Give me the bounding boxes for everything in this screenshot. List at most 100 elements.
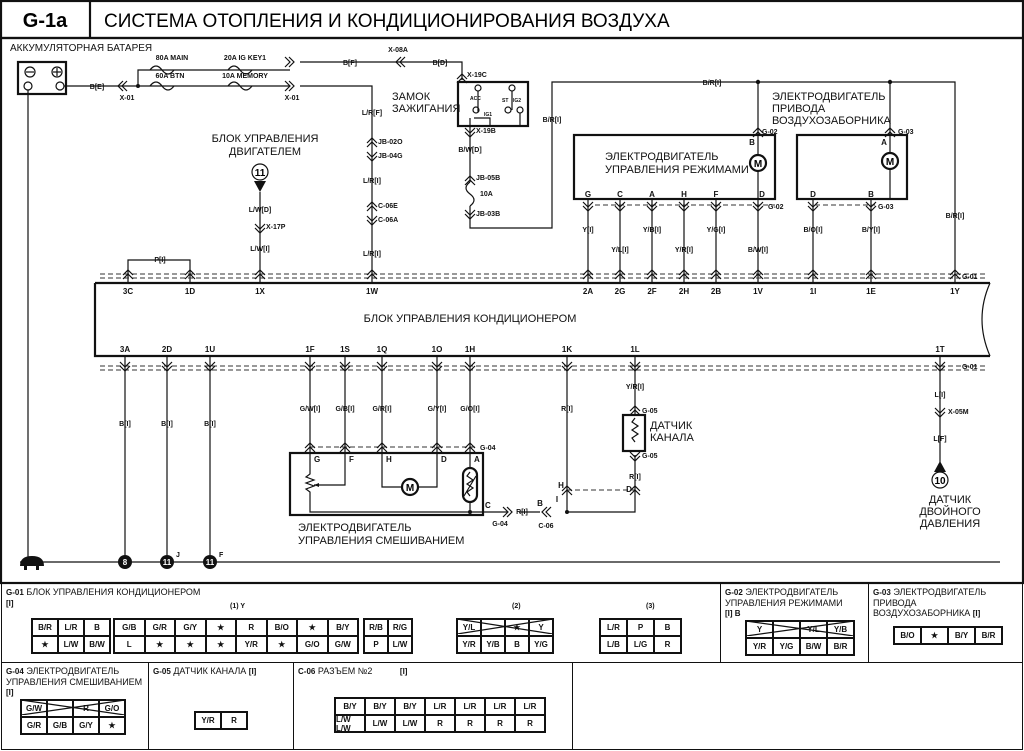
connector-chevron	[431, 442, 443, 453]
wire-label: G/O[I]	[460, 406, 479, 413]
connector-chevron	[710, 201, 722, 212]
mix-motor-pin: G	[314, 455, 320, 464]
connector-chevron	[464, 361, 476, 372]
ecu-pin-top: 3C	[123, 287, 133, 296]
connector-cell: B	[505, 636, 529, 653]
wire-label: X-08A	[388, 47, 408, 54]
g04-title: ЭЛЕКТРОДВИГАТЕЛЬ УПРАВЛЕНИЯ СМЕШИВАНИЕМ	[6, 666, 143, 687]
connector-chevron	[934, 361, 946, 372]
ground-f-label: F	[219, 552, 224, 559]
wire-label: G-01	[962, 274, 978, 281]
intake-motor-pin: D	[810, 190, 816, 199]
c06-pin: H	[558, 481, 564, 490]
connector-cell: Y/G	[529, 636, 553, 653]
g01-sub2: (2)	[512, 603, 521, 610]
motor-symbol: M	[886, 157, 894, 168]
wire-label: G-03	[878, 204, 894, 211]
connector-cell: B/O	[894, 627, 921, 644]
connector-cell: Y	[746, 621, 773, 638]
connector-cell: R	[221, 712, 247, 729]
mix-motor-label-2: УПРАВЛЕНИЯ СМЕШИВАНИЕМ	[298, 535, 464, 547]
connector-chevron	[752, 269, 764, 280]
ac-control-box	[93, 281, 990, 358]
dual-pressure-ref: 10	[934, 476, 946, 487]
connector-cell: B	[84, 619, 110, 636]
connector-cell: L/R	[455, 698, 485, 715]
connector-cell: B/Y	[948, 627, 975, 644]
thermistor-icon	[461, 466, 479, 504]
dual-pressure-label-2: ДВОЙНОГО	[919, 505, 981, 518]
duct-sensor-icon	[621, 413, 647, 453]
connector-chevron	[456, 73, 468, 84]
ground-8-icon	[118, 555, 132, 569]
wire-label: Y/R[I]	[626, 384, 644, 391]
wire-label: C-06	[538, 523, 553, 530]
wire-label: B[I]	[161, 421, 173, 428]
connector-chevron	[752, 127, 764, 138]
wire-label: G/R[I]	[372, 406, 391, 413]
ecu-pin-bottom: 1T	[935, 345, 944, 354]
mix-motor-box	[288, 451, 485, 517]
connector-cell: L/W	[388, 636, 412, 653]
ecu-pin-top: 2B	[711, 287, 721, 296]
wire-label: R[I]	[516, 509, 528, 516]
motor-symbol: M	[754, 159, 762, 170]
mix-motor-pin: D	[441, 455, 447, 464]
connector-chevron	[339, 442, 351, 453]
g01-sub1: (1) Y	[230, 603, 246, 610]
connector-cell: Y/R	[457, 636, 481, 653]
connector-chevron	[464, 442, 476, 453]
connector-cell: ★	[205, 619, 236, 636]
connector-cell: B/W	[800, 638, 827, 655]
wire-label: G-05	[642, 453, 658, 460]
mode-motor-pin: H	[681, 190, 687, 199]
connector-chevron	[752, 201, 764, 212]
g05-tag: [I]	[248, 667, 257, 676]
connector-chevron	[884, 127, 896, 138]
wire-label: X-01	[120, 95, 135, 102]
wire-label: B/W[I]	[748, 247, 768, 254]
connector-chevron	[366, 151, 378, 162]
connector-cell: R	[515, 715, 545, 732]
connector-cell: ★	[144, 636, 175, 653]
wire-label: P[I]	[154, 257, 165, 264]
wire-label: B/W[D]	[458, 147, 481, 154]
fuse-10a: 10A	[480, 191, 493, 198]
connector-chevron	[376, 442, 388, 453]
wire-label: B[I]	[119, 421, 131, 428]
fuse-memory: 10A MEMORY	[222, 73, 268, 80]
connector-cell: P	[364, 636, 388, 653]
ecm-ref: 11	[255, 168, 266, 179]
ecu-pin-bottom: 1Q	[377, 345, 388, 354]
term-ig2: IG2	[513, 98, 521, 104]
connector-cell: ★	[99, 717, 125, 734]
mix-motor-pin: A	[474, 455, 480, 464]
ecu-pin-bottom: 1L	[630, 345, 639, 354]
empty-cavity-icon	[21, 700, 125, 717]
wire-label: Y/G[I]	[707, 227, 726, 234]
g03-title: ЭЛЕКТРОДВИГАТЕЛЬ ПРИВОДА ВОЗДУХОЗАБОРНИК…	[873, 587, 987, 618]
mode-motor-pin: B	[749, 138, 755, 147]
connector-chevron	[366, 269, 378, 280]
c06-title: РАЗЪЕМ №2	[317, 666, 373, 676]
c06-pin: I	[556, 495, 558, 504]
connector-cell: B/Y	[365, 698, 395, 715]
connector-chevron	[807, 269, 819, 280]
connector-chevron	[161, 361, 173, 372]
connector-cell: B/Y	[327, 619, 358, 636]
connector-chevron	[561, 485, 573, 496]
ecu-pin-bottom: 1K	[562, 345, 572, 354]
connector-chevron	[865, 201, 877, 212]
intake-motor-box	[795, 133, 909, 201]
ac-control-label: БЛОК УПРАВЛЕНИЯ КОНДИЦИОНЕРОМ	[364, 313, 577, 325]
connector-chevron	[254, 269, 266, 280]
intake-motor-pin: A	[881, 138, 887, 147]
connector-cell: L/B	[600, 636, 627, 653]
connector-cell: Y/L	[457, 619, 481, 636]
